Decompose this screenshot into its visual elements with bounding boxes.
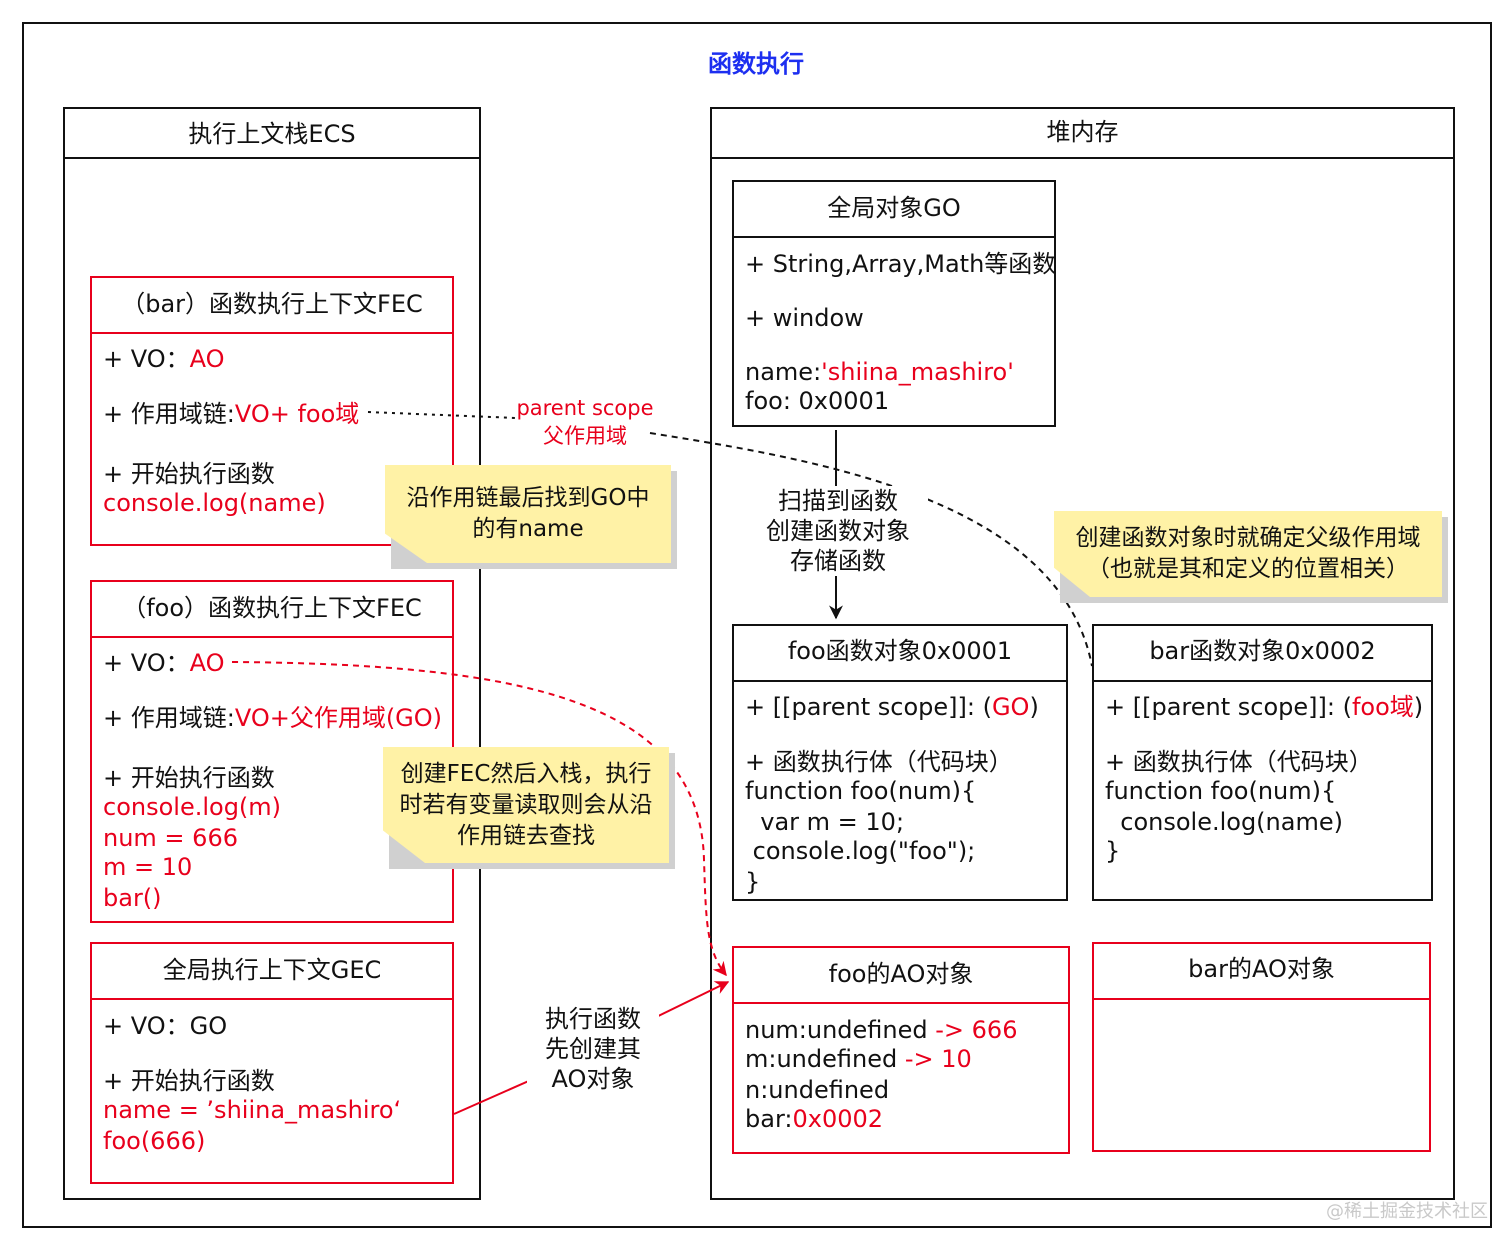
foo-ao-row: m:undefined -> 10 xyxy=(745,1045,972,1073)
foo-ao-row: n:undefined xyxy=(745,1076,890,1104)
scope-chain-link xyxy=(367,411,517,419)
bar-fec-scope-chain: + 作用域链:VO+ foo域 xyxy=(103,400,360,428)
gec-code-line: name = ’shiina_mashiro‘ xyxy=(103,1096,402,1124)
foo-fec-vo: + VO：AO xyxy=(103,649,225,677)
bar-fec-header: （bar）函数执行上下文FEC xyxy=(92,278,452,334)
note-line: 作用链去查找 xyxy=(457,822,595,849)
bar-fec-vo: + VO：AO xyxy=(103,345,225,373)
foo-fec-exec-label: + 开始执行函数 xyxy=(103,764,275,792)
bar-fec-code-line: console.log(name) xyxy=(103,489,326,517)
global-object-header: 全局对象GO xyxy=(734,182,1054,238)
parent-scope-label-zh: 父作用域 xyxy=(543,424,627,448)
bar-code-line: function foo(num){ xyxy=(1105,777,1337,805)
gec-header: 全局执行上下文GEC xyxy=(92,944,452,1000)
bar-ao-box: bar的AO对象 xyxy=(1092,942,1431,1152)
go-name: name:'shiina_mashiro' xyxy=(745,358,1014,386)
gec-code-line: foo(666) xyxy=(103,1127,206,1155)
foo-function-object-box: foo函数对象0x0001 + [[parent scope]]: (GO) +… xyxy=(732,624,1068,901)
exec-create-ao-label: 执行函数 先创建其 AO对象 xyxy=(527,1004,659,1094)
note-line: 创建函数对象时就确定父级作用域 xyxy=(1075,525,1421,551)
bar-code-line: console.log(name) xyxy=(1105,808,1343,836)
note-line: 的有name xyxy=(472,516,584,542)
foo-fec-header: （foo）函数执行上下文FEC xyxy=(92,582,452,638)
exec-create-ao-arrow-head xyxy=(645,981,730,1023)
foo-fec-code-line: bar() xyxy=(103,884,162,912)
bar-parent-scope: + [[parent scope]]: (foo域) xyxy=(1105,693,1424,721)
foo-code-line: console.log("foo"); xyxy=(745,837,976,865)
foo-code-line: function foo(num){ xyxy=(745,777,977,805)
scan-label: 扫描到函数 创建函数对象 存储函数 xyxy=(748,486,928,576)
diagram-frame xyxy=(22,22,1492,1228)
foo-code-line: } xyxy=(745,868,761,896)
foo-fec-code-line: num = 666 xyxy=(103,824,238,852)
note-parent-scope: 创建函数对象时就确定父级作用域 （也就是其和定义的位置相关） xyxy=(1054,511,1442,597)
note-line: 创建FEC然后入栈，执行 xyxy=(400,760,652,787)
go-builtins: + String,Array,Math等函数 xyxy=(745,250,1057,278)
foo-body-label: + 函数执行体（代码块） xyxy=(745,748,1013,776)
note-fec-push: 创建FEC然后入栈，执行时若有变量读取则会从沿作用链去查找 xyxy=(383,747,669,863)
go-window: + window xyxy=(745,304,864,332)
scan-label-line: 扫描到函数 xyxy=(778,487,898,515)
foo-code-line: var m = 10; xyxy=(745,808,905,836)
bar-fec-exec-label: + 开始执行函数 xyxy=(103,460,275,488)
foo-fec-scope-chain: + 作用域链:VO+父作用域(GO) xyxy=(103,704,443,732)
foo-parent-scope: + [[parent scope]]: (GO) xyxy=(745,693,1039,721)
watermark: @稀土掘金技术社区 xyxy=(1326,1201,1488,1222)
foo-fec-code-line: console.log(m) xyxy=(103,793,282,821)
note-line: 时若有变量读取则会从沿 xyxy=(399,791,653,818)
note-line: （也就是其和定义的位置相关） xyxy=(1087,556,1409,582)
diagram-title: 函数执行 xyxy=(708,50,804,78)
note-line: 沿作用链最后找到GO中 xyxy=(406,485,650,511)
heap-header: 堆内存 xyxy=(712,109,1453,159)
ecs-header: 执行上文栈ECS xyxy=(65,109,479,159)
bar-function-object-header: bar函数对象0x0002 xyxy=(1094,626,1431,682)
foo-fec-code-line: m = 10 xyxy=(103,853,193,881)
parent-scope-label-en: parent scope xyxy=(516,396,654,420)
gec-box: 全局执行上下文GEC + VO：GO + 开始执行函数 name = ’shii… xyxy=(90,942,454,1184)
exec-create-label-line: AO对象 xyxy=(551,1065,635,1093)
note-go-lookup: 沿作用链最后找到GO中的有name xyxy=(385,465,671,563)
scan-label-line: 存储函数 xyxy=(790,547,886,575)
bar-ao-header: bar的AO对象 xyxy=(1094,944,1429,1000)
foo-ao-header: foo的AO对象 xyxy=(734,948,1068,1004)
scan-label-line: 创建函数对象 xyxy=(766,517,910,545)
global-object-box: 全局对象GO + String,Array,Math等函数 + window n… xyxy=(732,180,1056,427)
foo-ao-row: bar:0x0002 xyxy=(745,1105,884,1133)
exec-create-label-line: 执行函数 xyxy=(545,1005,641,1033)
foo-function-object-header: foo函数对象0x0001 xyxy=(734,626,1066,682)
gec-exec-label: + 开始执行函数 xyxy=(103,1067,275,1095)
foo-ao-row: num:undefined -> 666 xyxy=(745,1016,1018,1044)
go-foo: foo: 0x0001 xyxy=(745,387,890,415)
exec-create-label-line: 先创建其 xyxy=(545,1035,641,1063)
bar-body-label: + 函数执行体（代码块） xyxy=(1105,748,1373,776)
bar-function-object-box: bar函数对象0x0002 + [[parent scope]]: (foo域)… xyxy=(1092,624,1433,901)
parent-scope-label: parent scope 父作用域 xyxy=(500,394,670,450)
gec-vo: + VO：GO xyxy=(103,1012,228,1040)
bar-code-line: } xyxy=(1105,837,1121,865)
foo-ao-box: foo的AO对象 num:undefined -> 666 m:undefine… xyxy=(732,946,1070,1154)
exec-create-ao-arrow xyxy=(453,1075,541,1115)
